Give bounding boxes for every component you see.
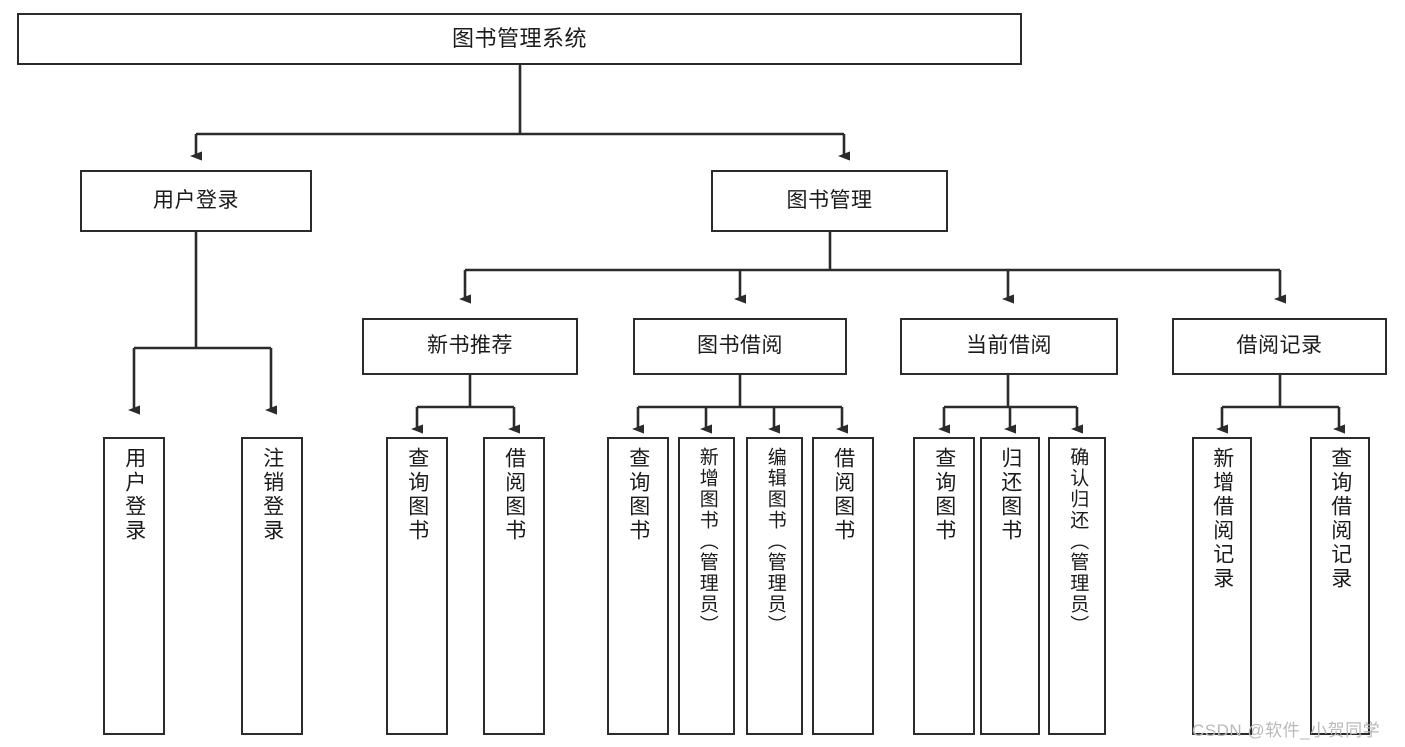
- node-label: 图书管理: [786, 188, 873, 212]
- node-label: 图书管理系统: [451, 26, 587, 52]
- node-label: 注销登录: [260, 447, 284, 543]
- node-label: 用户登录: [153, 188, 239, 212]
- node-root-book-management-system[interactable]: 图书管理系统: [17, 13, 1022, 65]
- node-current-borrow[interactable]: 当前借阅: [900, 318, 1118, 375]
- node-label: 借阅图书: [831, 447, 855, 543]
- csdn-watermark: CSDN @软件_小贺同学: [1192, 721, 1381, 740]
- node-label: 借阅图书: [502, 447, 526, 543]
- node-label: 编辑图书（管理员）: [764, 447, 786, 636]
- leaf-confirm-return-admin[interactable]: 确认归还（管理员）: [1048, 437, 1106, 735]
- node-label: 新书推荐: [427, 334, 513, 358]
- node-label: 确认归还（管理员）: [1067, 447, 1089, 636]
- node-label: 查询图书: [932, 447, 956, 543]
- node-user-login[interactable]: 用户登录: [80, 170, 312, 232]
- leaf-query-book-current[interactable]: 查询图书: [913, 437, 975, 735]
- leaf-add-book-admin[interactable]: 新增图书（管理员）: [678, 437, 735, 735]
- leaf-query-book-recommend[interactable]: 查询图书: [386, 437, 448, 735]
- leaf-borrow-book[interactable]: 借阅图书: [812, 437, 874, 735]
- leaf-query-book-borrow[interactable]: 查询图书: [607, 437, 669, 735]
- node-label: 当前借阅: [966, 334, 1052, 358]
- node-label: 用户登录: [122, 447, 146, 543]
- node-label: 查询图书: [405, 447, 429, 543]
- node-label: 新增借阅记录: [1210, 447, 1234, 591]
- leaf-user-login[interactable]: 用户登录: [103, 437, 165, 735]
- node-label: 图书借阅: [697, 334, 783, 358]
- node-borrow-record[interactable]: 借阅记录: [1172, 318, 1387, 375]
- leaf-edit-book-admin[interactable]: 编辑图书（管理员）: [746, 437, 803, 735]
- node-label: 借阅记录: [1236, 334, 1323, 358]
- node-new-book-recommend[interactable]: 新书推荐: [362, 318, 578, 375]
- leaf-add-borrow-record[interactable]: 新增借阅记录: [1192, 437, 1252, 735]
- node-book-borrow[interactable]: 图书借阅: [633, 318, 847, 375]
- leaf-logout-login[interactable]: 注销登录: [241, 437, 303, 735]
- leaf-query-borrow-record[interactable]: 查询借阅记录: [1310, 437, 1370, 735]
- leaf-return-book[interactable]: 归还图书: [980, 437, 1040, 735]
- node-label: 新增图书（管理员）: [696, 447, 718, 636]
- node-label: 归还图书: [998, 447, 1022, 543]
- node-label: 查询借阅记录: [1328, 447, 1352, 591]
- node-label: 查询图书: [626, 447, 650, 543]
- node-book-management[interactable]: 图书管理: [711, 170, 948, 232]
- leaf-borrow-book-recommend[interactable]: 借阅图书: [483, 437, 545, 735]
